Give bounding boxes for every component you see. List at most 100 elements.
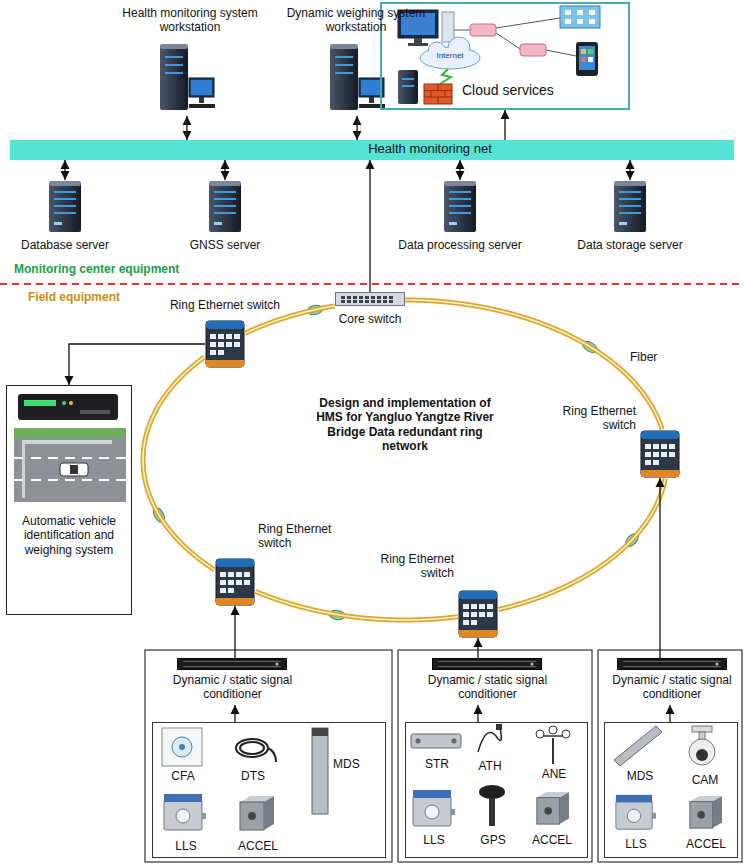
cloud-illustration — [565, 19, 571, 24]
sensor-illustrations — [268, 748, 276, 762]
data-link — [670, 705, 671, 722]
cloud-illustration — [414, 38, 422, 43]
sensor-illustrations — [562, 730, 570, 738]
sensor-label: LLS — [412, 833, 456, 847]
sensor-illustrations — [614, 726, 662, 766]
cloud-illustration — [440, 69, 451, 84]
data-link — [477, 705, 478, 722]
core-switch: Core switch — [335, 292, 405, 306]
cloud-illustration — [589, 10, 595, 15]
sensor-label: ACCEL — [524, 833, 580, 847]
vehicle-illustration — [18, 394, 118, 420]
region-label: Monitoring center equipment — [14, 262, 274, 276]
node-label: Dynamic weighing system workstation — [286, 6, 426, 35]
cloud-illustration — [577, 19, 583, 24]
node-label: Database server — [15, 238, 115, 252]
data-link — [659, 478, 660, 658]
cloud-illustration — [402, 85, 414, 87]
node-label: Automatic vehicle identification and wei… — [11, 514, 127, 557]
node-label: Data processing server — [390, 238, 530, 252]
cloud-illustration — [560, 6, 600, 28]
node-label: Cloud services — [462, 82, 582, 99]
fiber-connector — [151, 304, 641, 621]
vehicle-illustration — [22, 440, 112, 444]
icon-caption: Internet — [426, 51, 474, 61]
vehicle-illustration — [14, 394, 126, 502]
cloud-illustration — [589, 19, 595, 24]
cloud-illustration — [470, 24, 496, 36]
sensor-illustrations — [240, 796, 274, 830]
node-label: Health monitoring net — [130, 141, 730, 157]
vehicle-illustration — [14, 428, 126, 502]
sensor-illustrations — [413, 790, 455, 826]
conditioner-icons — [178, 659, 287, 670]
sensor-illustrations — [616, 795, 656, 829]
sensor-illustrations — [240, 742, 264, 754]
sensor-illustrations — [549, 726, 557, 734]
data-link — [69, 344, 205, 385]
server-icons — [209, 181, 241, 232]
vehicle-system: Automatic vehicle identification and wei… — [6, 385, 132, 615]
cloud-illustration — [576, 42, 598, 76]
workstation: Dynamic weighing system workstation — [286, 6, 426, 116]
cloud-illustration — [454, 30, 470, 31]
cloud-illustration — [565, 10, 571, 15]
cloud-illustration — [408, 43, 428, 46]
cloud-illustration — [445, 91, 446, 98]
signal-conditioner: Dynamic / static signal conditioner — [425, 658, 550, 705]
sensor-illustrations — [696, 749, 708, 761]
server: Data storage server — [570, 180, 690, 256]
fiber-ring-link — [498, 478, 665, 609]
cloud-illustration — [546, 50, 576, 56]
sensor-illustrations — [690, 796, 722, 828]
data-link — [186, 116, 187, 140]
data-link — [234, 606, 235, 658]
network-title: Design and implementation of HMS for Yan… — [305, 396, 505, 454]
sensor-illustrations — [496, 724, 502, 730]
data-link — [369, 160, 370, 292]
data-link — [660, 478, 661, 658]
sensor-illustrations — [478, 728, 501, 752]
data-link — [225, 160, 226, 180]
data-link — [630, 160, 631, 180]
data-link — [357, 116, 358, 140]
data-link — [478, 705, 479, 722]
ring-switch: Ring Ethernet switch — [205, 320, 245, 368]
sensor-illustrations — [312, 728, 328, 814]
workstation-icons — [160, 44, 215, 110]
sensor-illustrations — [179, 744, 185, 750]
sensor-illustrations — [312, 728, 328, 736]
cloud-illustration — [438, 97, 439, 104]
server: GNSS server — [180, 180, 270, 256]
switch-icons — [641, 431, 679, 477]
data-link — [477, 638, 478, 658]
sensor-label: DTS — [231, 769, 275, 783]
node-label: Dynamic / static signal conditioner — [170, 673, 295, 702]
network-band: Health monitoring net — [10, 140, 734, 160]
server-icons — [444, 181, 476, 232]
sensor-illustrations — [489, 798, 495, 826]
sensor-label: STR — [412, 757, 462, 771]
data-link — [459, 160, 460, 180]
sensor-illustrations — [416, 739, 421, 744]
switch-icons — [459, 591, 497, 637]
cloud-illustration — [579, 46, 595, 70]
fiber-ring-link — [143, 357, 214, 570]
server: Database server — [15, 180, 115, 256]
cloud-illustration — [496, 18, 560, 28]
sensor-illustrations — [479, 785, 505, 799]
conditioner-icons — [618, 659, 727, 670]
sensor-illustrations — [164, 794, 206, 830]
node-label: GNSS server — [180, 238, 270, 252]
cloud-illustration — [398, 6, 600, 104]
node-label: Ring Ethernet switch — [130, 298, 280, 312]
data-link — [356, 116, 357, 140]
switch-icons — [206, 293, 679, 638]
region-label: Field equipment — [28, 290, 168, 304]
switch-icons — [336, 293, 405, 306]
cloud-illustration — [422, 48, 478, 66]
sensor-label: ATH — [470, 759, 510, 773]
cloud-illustration — [496, 33, 520, 49]
data-link — [234, 705, 235, 722]
fiber-ring-link — [143, 357, 214, 570]
